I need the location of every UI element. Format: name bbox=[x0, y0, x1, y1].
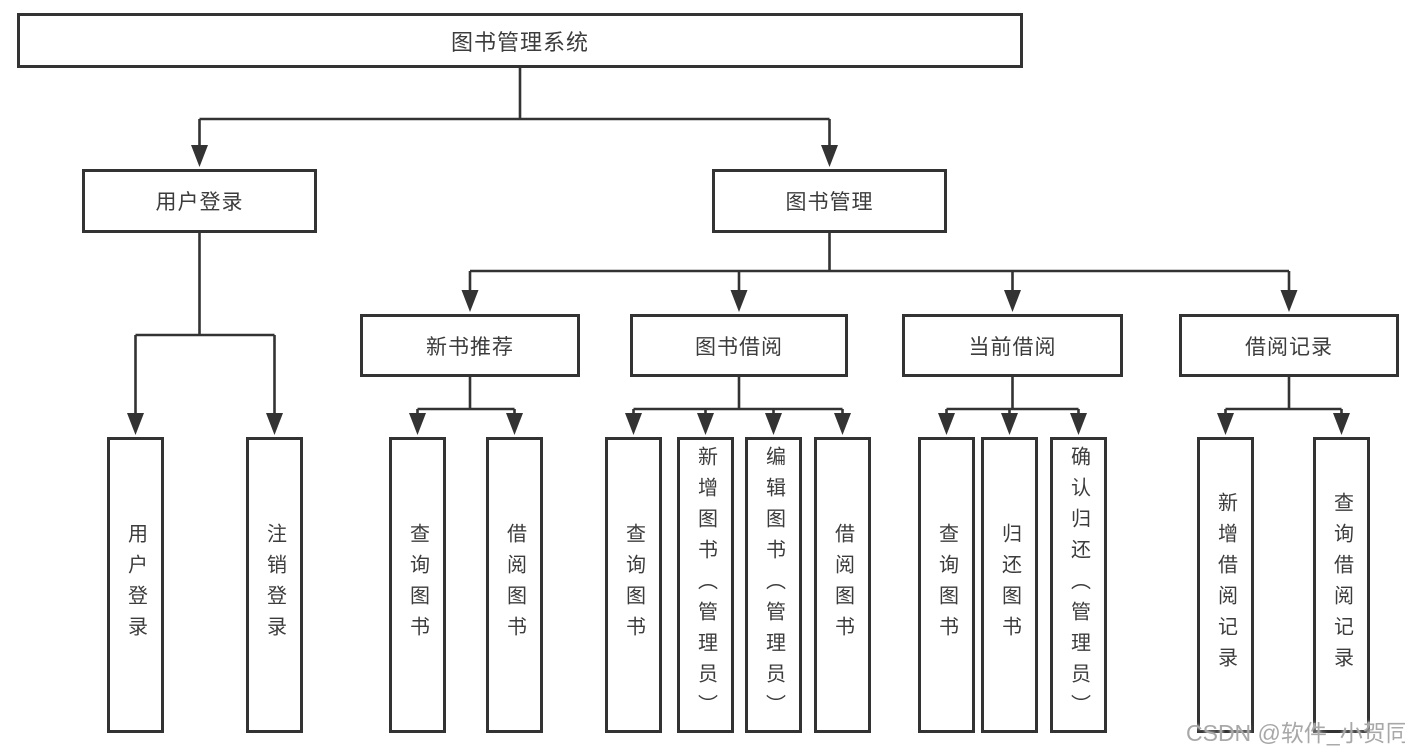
leaf-user-login: 用户登录 bbox=[107, 437, 164, 733]
node-current-borrowing: 当前借阅 bbox=[902, 314, 1123, 377]
node-label: 借阅图书 bbox=[503, 523, 526, 647]
leaf-new-books-query-books: 查询图书 bbox=[389, 437, 446, 733]
node-label: 新书推荐 bbox=[426, 335, 514, 359]
node-label: 查询借阅记录 bbox=[1330, 492, 1353, 678]
leaf-add-borrow-record: 新增借阅记录 bbox=[1197, 437, 1254, 733]
node-new-book-recommendation: 新书推荐 bbox=[360, 314, 580, 377]
leaf-return-books: 归还图书 bbox=[981, 437, 1038, 733]
node-label: 注销登录 bbox=[263, 523, 286, 647]
node-label: 用户登录 bbox=[155, 191, 244, 214]
leaf-borrowing-borrow-books: 借阅图书 bbox=[814, 437, 871, 733]
node-label: 用户登录 bbox=[124, 523, 147, 647]
node-label: 确认归还（管理员） bbox=[1067, 445, 1090, 725]
node-label: 图书借阅 bbox=[695, 335, 783, 359]
node-label: 借阅记录 bbox=[1245, 335, 1333, 359]
leaf-new-books-borrow-books: 借阅图书 bbox=[486, 437, 543, 733]
node-borrow-records: 借阅记录 bbox=[1179, 314, 1399, 377]
leaf-add-books-admin: 新增图书（管理员） bbox=[677, 437, 734, 733]
node-library-management-system: 图书管理系统 bbox=[17, 13, 1023, 68]
node-label: 借阅图书 bbox=[831, 523, 854, 647]
node-label: 编辑图书（管理员） bbox=[762, 445, 785, 725]
node-label: 归还图书 bbox=[998, 523, 1021, 647]
node-label: 图书管理 bbox=[785, 191, 874, 214]
leaf-edit-books-admin: 编辑图书（管理员） bbox=[745, 437, 802, 733]
leaf-query-borrow-record: 查询借阅记录 bbox=[1313, 437, 1370, 733]
node-book-management: 图书管理 bbox=[712, 169, 947, 233]
node-label: 查询图书 bbox=[406, 523, 429, 647]
leaf-confirm-return-admin: 确认归还（管理员） bbox=[1050, 437, 1107, 733]
leaf-logout: 注销登录 bbox=[246, 437, 303, 733]
leaf-current-query-books: 查询图书 bbox=[918, 437, 975, 733]
node-label: 查询图书 bbox=[935, 523, 958, 647]
node-label: 新增借阅记录 bbox=[1214, 492, 1237, 678]
node-user-login: 用户登录 bbox=[82, 169, 317, 233]
node-label: 查询图书 bbox=[622, 523, 645, 647]
leaf-borrowing-query-books: 查询图书 bbox=[605, 437, 662, 733]
node-label: 图书管理系统 bbox=[450, 29, 589, 55]
node-label: 新增图书（管理员） bbox=[694, 445, 717, 725]
node-label: 当前借阅 bbox=[968, 335, 1057, 359]
node-book-borrowing: 图书借阅 bbox=[630, 314, 848, 377]
csdn-watermark: CSDN @软件_小贺同学 bbox=[1186, 720, 1405, 746]
